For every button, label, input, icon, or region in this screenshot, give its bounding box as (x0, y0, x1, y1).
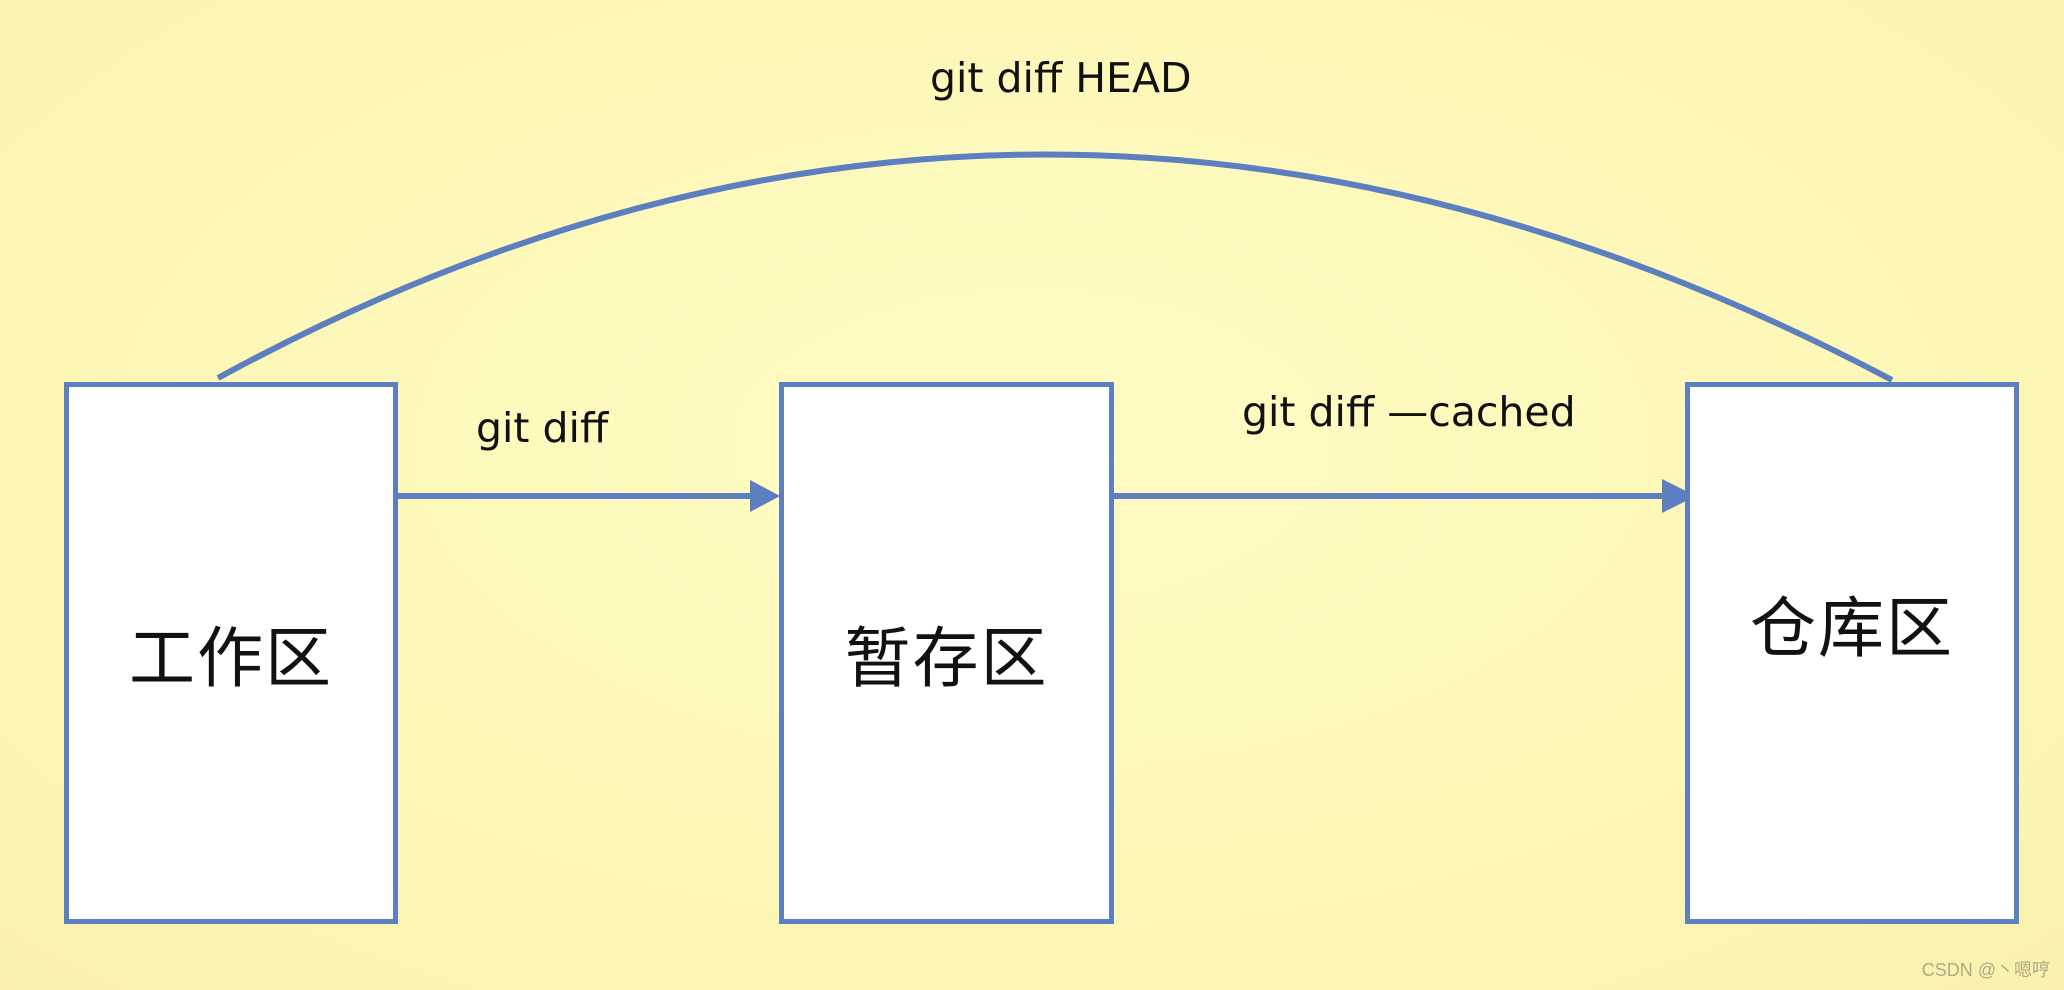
git-diff-head-label: git diff HEAD (930, 54, 1192, 102)
staging-area-label: 暂存区 (844, 620, 1049, 697)
git-diff-cached-label: git diff —cached (1242, 388, 1576, 436)
working-area-label: 工作区 (129, 620, 333, 697)
working-area-box: 工作区 (64, 382, 398, 924)
git-diff-label: git diff (476, 404, 609, 452)
head-arc-connector (216, 151, 1894, 383)
cached-arrowhead (1662, 479, 1696, 513)
repository-area-label: 仓库区 (1750, 590, 1954, 667)
diff-arrowhead (750, 480, 780, 512)
staging-area-box: 暂存区 (779, 382, 1114, 924)
repository-area-box: 仓库区 (1685, 382, 2019, 924)
watermark: CSDN @丶嗯哼 (1921, 960, 2050, 980)
